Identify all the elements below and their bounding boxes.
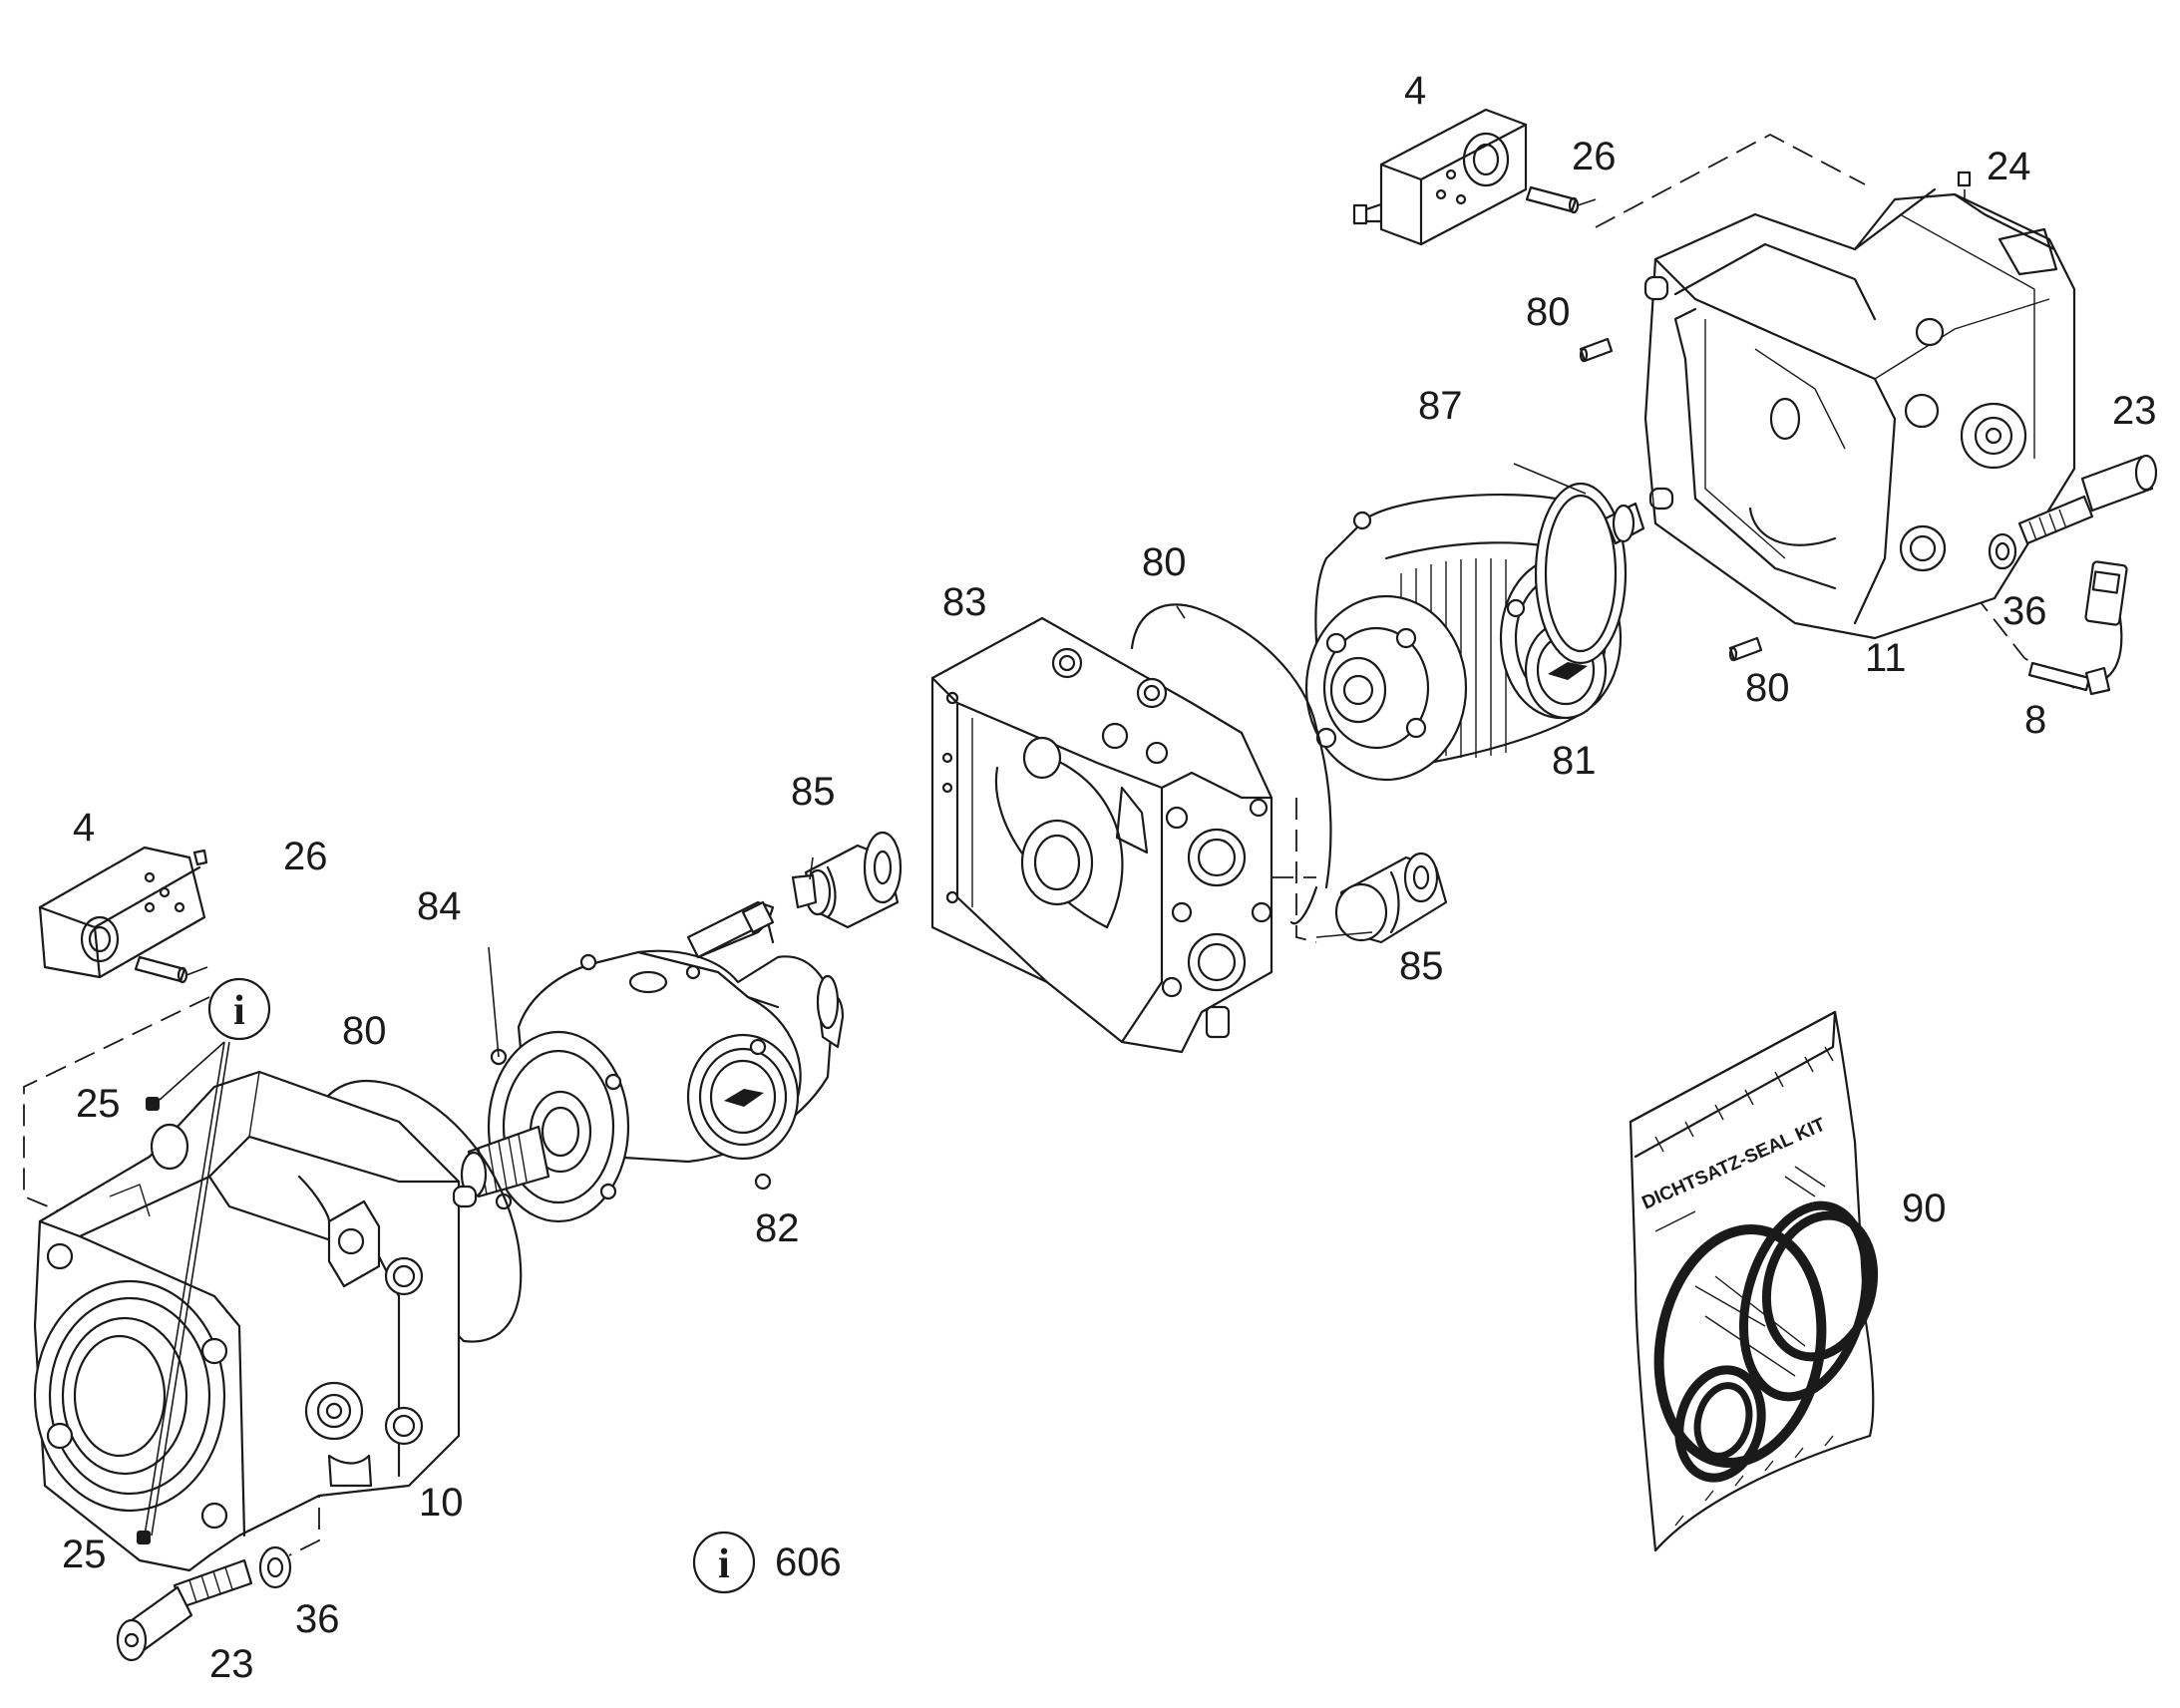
label-part-10: 10 xyxy=(419,1481,464,1525)
info-icon xyxy=(207,977,271,1041)
part-81-cylinder-group xyxy=(1304,493,1623,782)
part-36-washer-top xyxy=(1988,532,2017,570)
part-26-pin-left xyxy=(134,955,208,984)
label-part-82: 82 xyxy=(755,1206,800,1250)
label-part-11: 11 xyxy=(1865,636,1907,680)
label-part-23-top: 23 xyxy=(2112,389,2157,433)
label-part-24: 24 xyxy=(1987,145,2031,188)
info-reference-symbol: i xyxy=(718,1541,730,1587)
label-part-90: 90 xyxy=(1902,1187,1947,1230)
part-11-housing xyxy=(1643,187,2076,640)
part-84-shaft-flange xyxy=(460,1030,630,1223)
label-part-87: 87 xyxy=(1418,384,1463,428)
info-reference-number: 606 xyxy=(775,1540,842,1584)
leader-lines xyxy=(488,463,1587,1058)
part-10-housing xyxy=(33,1070,478,1572)
label-part-83: 83 xyxy=(942,580,987,624)
part-26-pin-top xyxy=(1525,185,1597,214)
label-part-84: 84 xyxy=(417,884,462,928)
label-part-36-bottom: 36 xyxy=(295,1597,340,1641)
info-icon xyxy=(692,1531,756,1594)
label-part-26-top: 26 xyxy=(1572,135,1617,178)
assembly-lines xyxy=(23,133,2075,1556)
label-part-80-a: 80 xyxy=(1526,290,1571,334)
label-part-26-left: 26 xyxy=(283,835,328,878)
label-part-8: 8 xyxy=(2024,698,2046,742)
label-part-85-b: 85 xyxy=(1399,944,1444,988)
label-part-85-a: 85 xyxy=(791,770,836,814)
part-25-plug-b xyxy=(137,1531,151,1544)
part-25-leaders xyxy=(144,1041,230,1537)
part-4-valve-block-left xyxy=(38,846,208,979)
part-80-o-ring-d xyxy=(317,1079,523,1343)
part-labels: 4 26 24 80 87 23 80 83 36 11 80 8 81 85 … xyxy=(62,69,2157,1686)
part-25-plug-a xyxy=(146,1097,160,1111)
part-8-sensor xyxy=(2027,560,2128,696)
label-part-23-bottom: 23 xyxy=(209,1642,254,1686)
label-part-80-b: 80 xyxy=(1142,540,1187,584)
part-80-pin-a xyxy=(1579,337,1614,363)
label-part-4-left: 4 xyxy=(73,806,95,850)
part-85-piston-b xyxy=(1334,852,1448,944)
part-87-ring xyxy=(1534,482,1645,665)
part-23-bolt-top xyxy=(2017,454,2158,545)
label-part-36-top: 36 xyxy=(2002,589,2047,633)
label-part-25-a: 25 xyxy=(76,1082,121,1126)
info-callout: i xyxy=(207,977,271,1041)
label-part-80-d: 80 xyxy=(342,1009,387,1053)
part-36-washer-bottom xyxy=(258,1545,292,1589)
part-85-piston-a xyxy=(791,831,903,929)
label-part-80-c: 80 xyxy=(1745,666,1790,710)
info-icon-glyph: i xyxy=(233,988,245,1034)
label-part-4-top: 4 xyxy=(1404,69,1426,113)
part-83-port-plate xyxy=(930,616,1273,1054)
part-90-seal-kit: DICHTSATZ-SEAL KIT xyxy=(1629,1010,1879,1552)
part-4-valve-block-top xyxy=(1352,108,1528,246)
label-part-81: 81 xyxy=(1552,739,1597,783)
part-80-pin-c xyxy=(1728,636,1763,662)
label-part-25-b: 25 xyxy=(62,1533,107,1576)
part-23-bolt-bottom xyxy=(116,1558,253,1662)
info-reference: i 606 xyxy=(692,1531,842,1594)
part-80-o-ring-b xyxy=(1130,603,1332,925)
